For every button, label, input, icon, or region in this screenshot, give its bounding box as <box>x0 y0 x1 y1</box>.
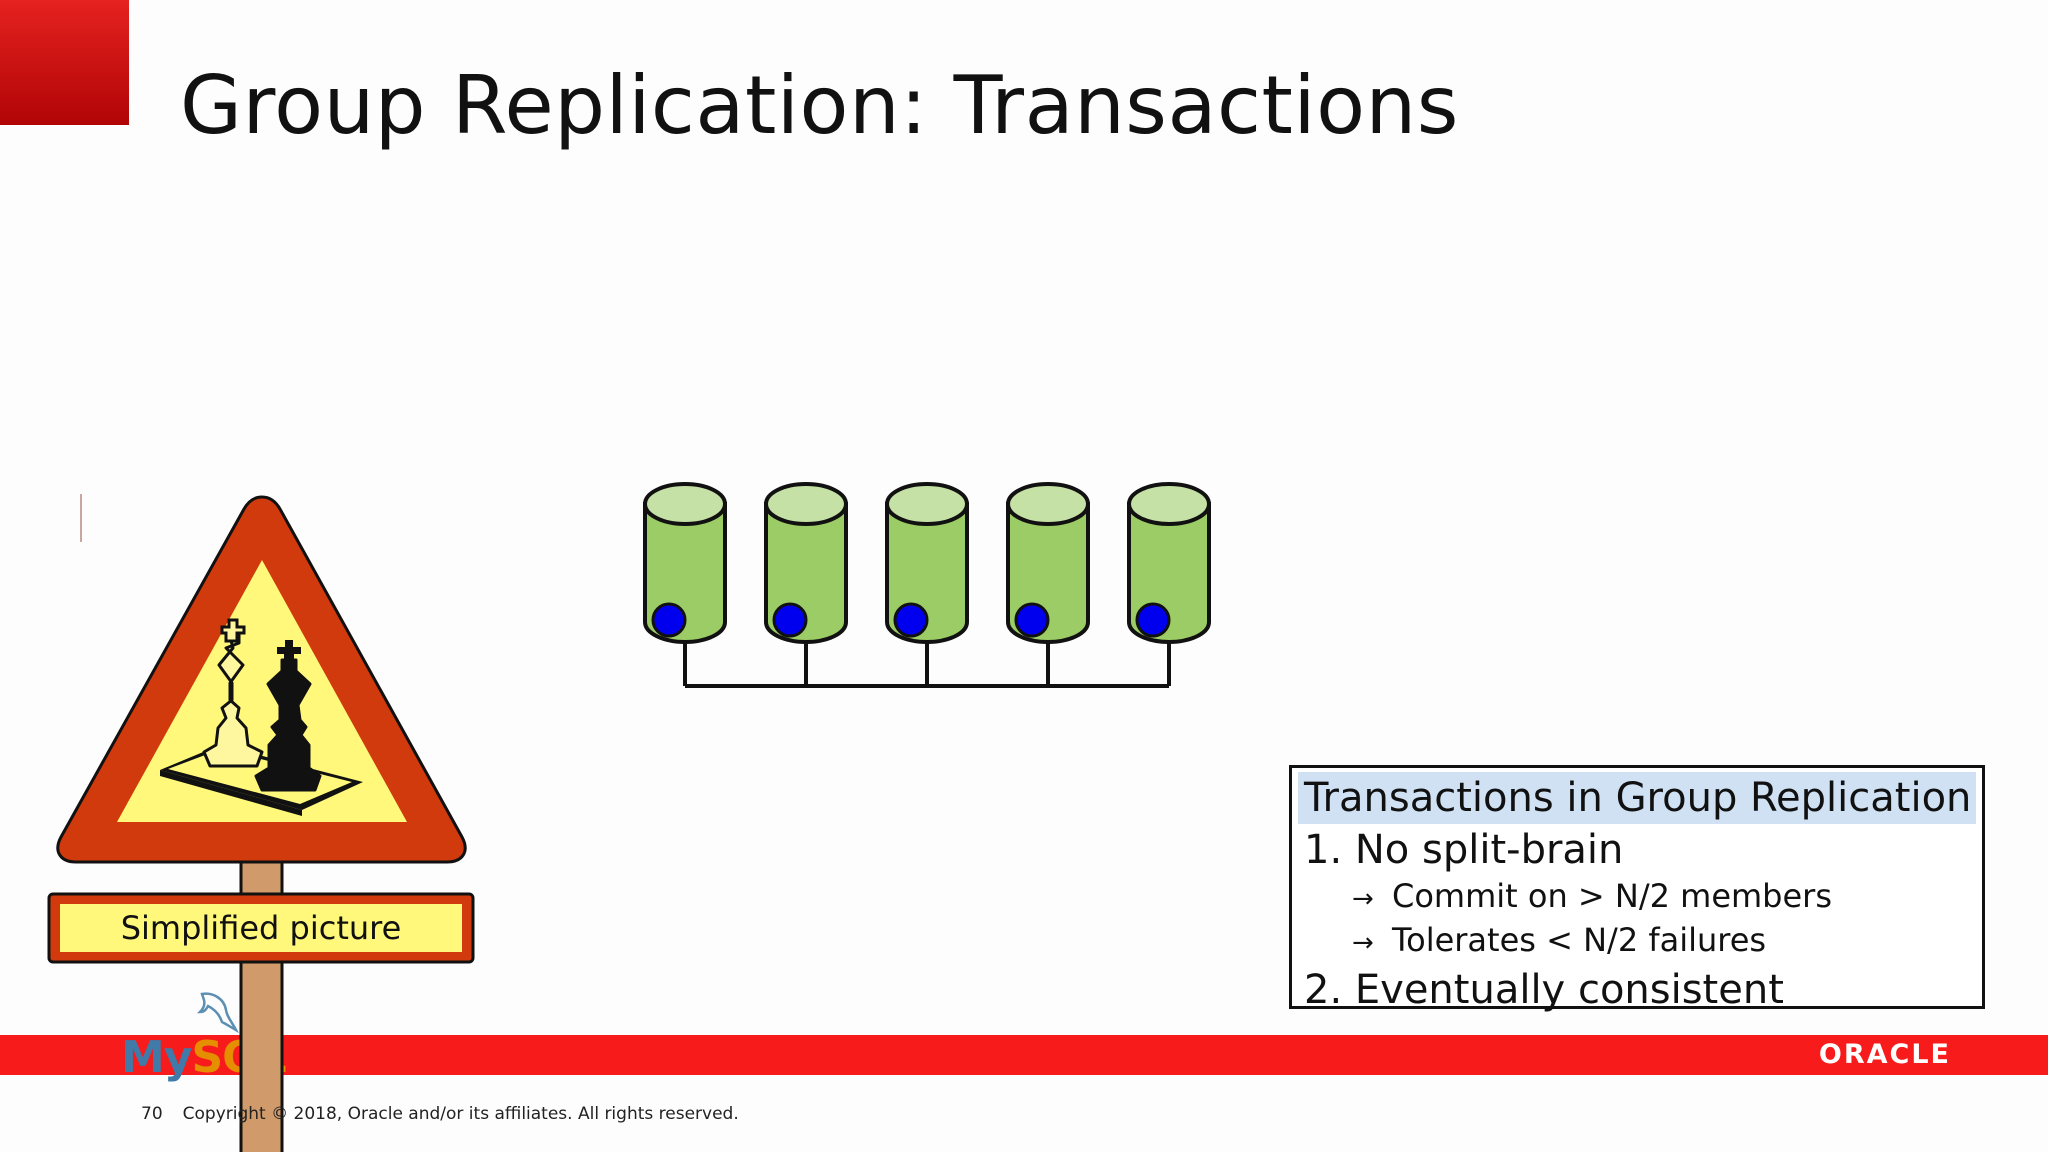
copyright: Copyright © 2018, Oracle and/or its affi… <box>183 1104 739 1124</box>
page-number: 70 <box>141 1104 163 1124</box>
footer: 70 Copyright © 2018, Oracle and/or its af… <box>141 1102 739 1126</box>
